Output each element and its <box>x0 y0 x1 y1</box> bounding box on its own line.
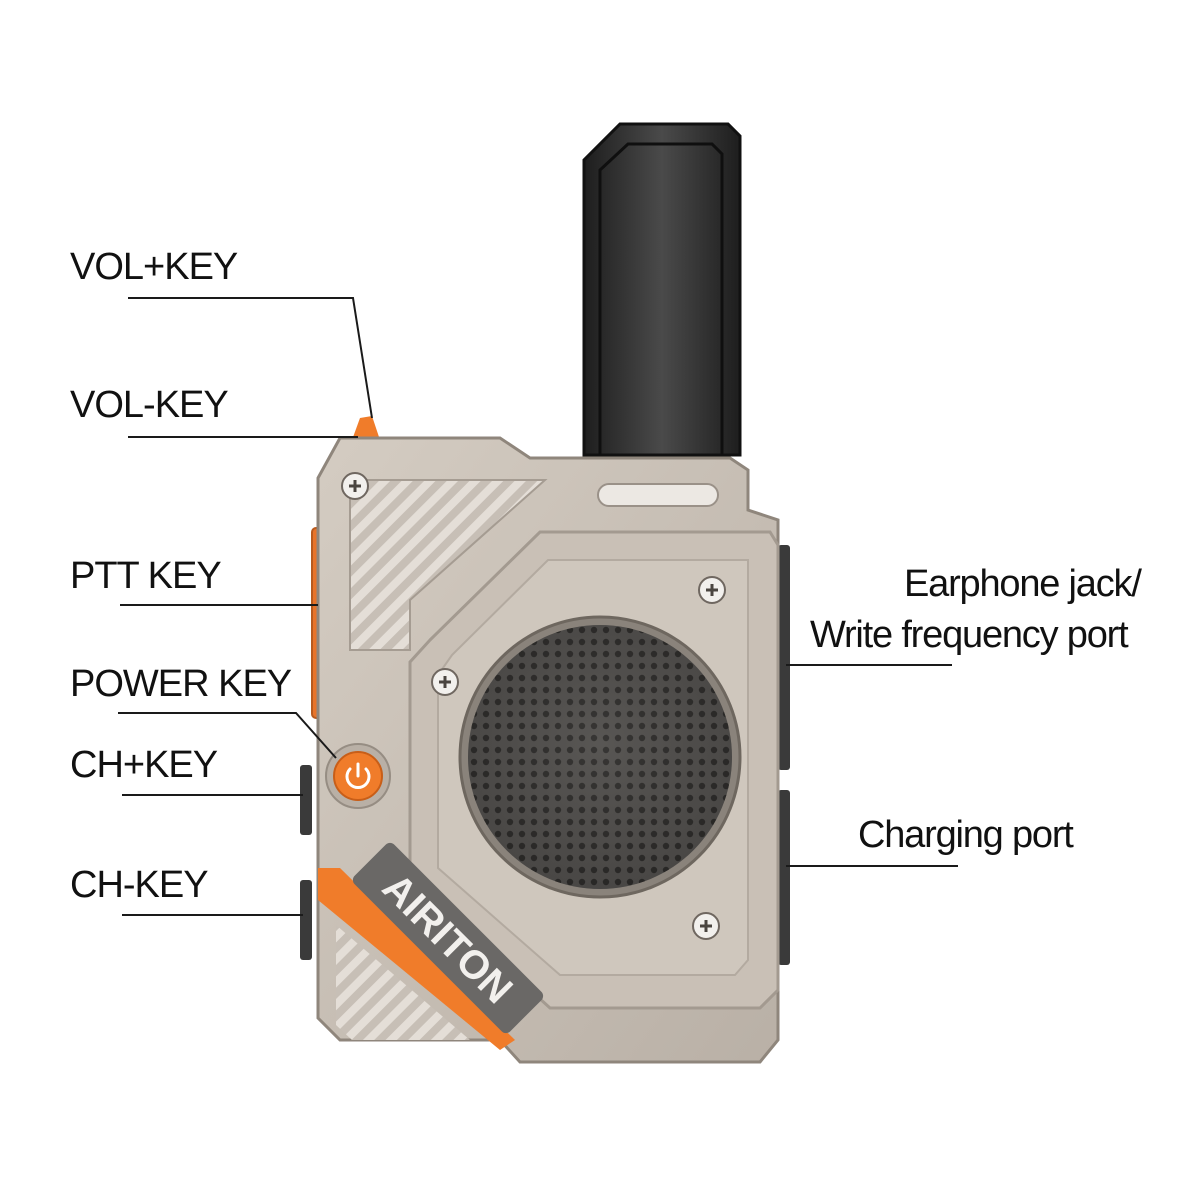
ch-minus-key-label: CH-KEY <box>70 864 209 906</box>
ch-minus-key-button <box>300 880 312 960</box>
charging-port-cover <box>778 790 790 965</box>
earphone-jack-label: Earphone jack/ <box>904 563 1142 605</box>
callout-lines <box>118 297 958 916</box>
vol-plus-key-label: VOL+KEY <box>70 246 238 288</box>
screw-icon <box>341 472 369 500</box>
earphone-port-cover <box>778 545 790 770</box>
screw-icon <box>692 912 720 940</box>
screw-icon <box>431 668 459 696</box>
vol-key-button <box>352 416 380 440</box>
ch-plus-key-label: CH+KEY <box>70 744 218 786</box>
ch-plus-key-button <box>300 765 312 835</box>
power-leader <box>118 712 337 759</box>
screw-icon <box>698 576 726 604</box>
write-frequency-port-label: Write frequency port <box>810 614 1129 656</box>
power-key-label: POWER KEY <box>70 663 292 705</box>
power-button-icon <box>325 743 391 809</box>
antenna <box>582 122 742 457</box>
vol-minus-key-label: VOL-KEY <box>70 384 229 426</box>
charging-port-label: Charging port <box>858 814 1074 856</box>
ptt-key-label: PTT KEY <box>70 555 222 597</box>
right-side-ports <box>778 545 790 965</box>
vol-plus-leader <box>128 297 373 419</box>
speaker-grille <box>458 615 742 899</box>
